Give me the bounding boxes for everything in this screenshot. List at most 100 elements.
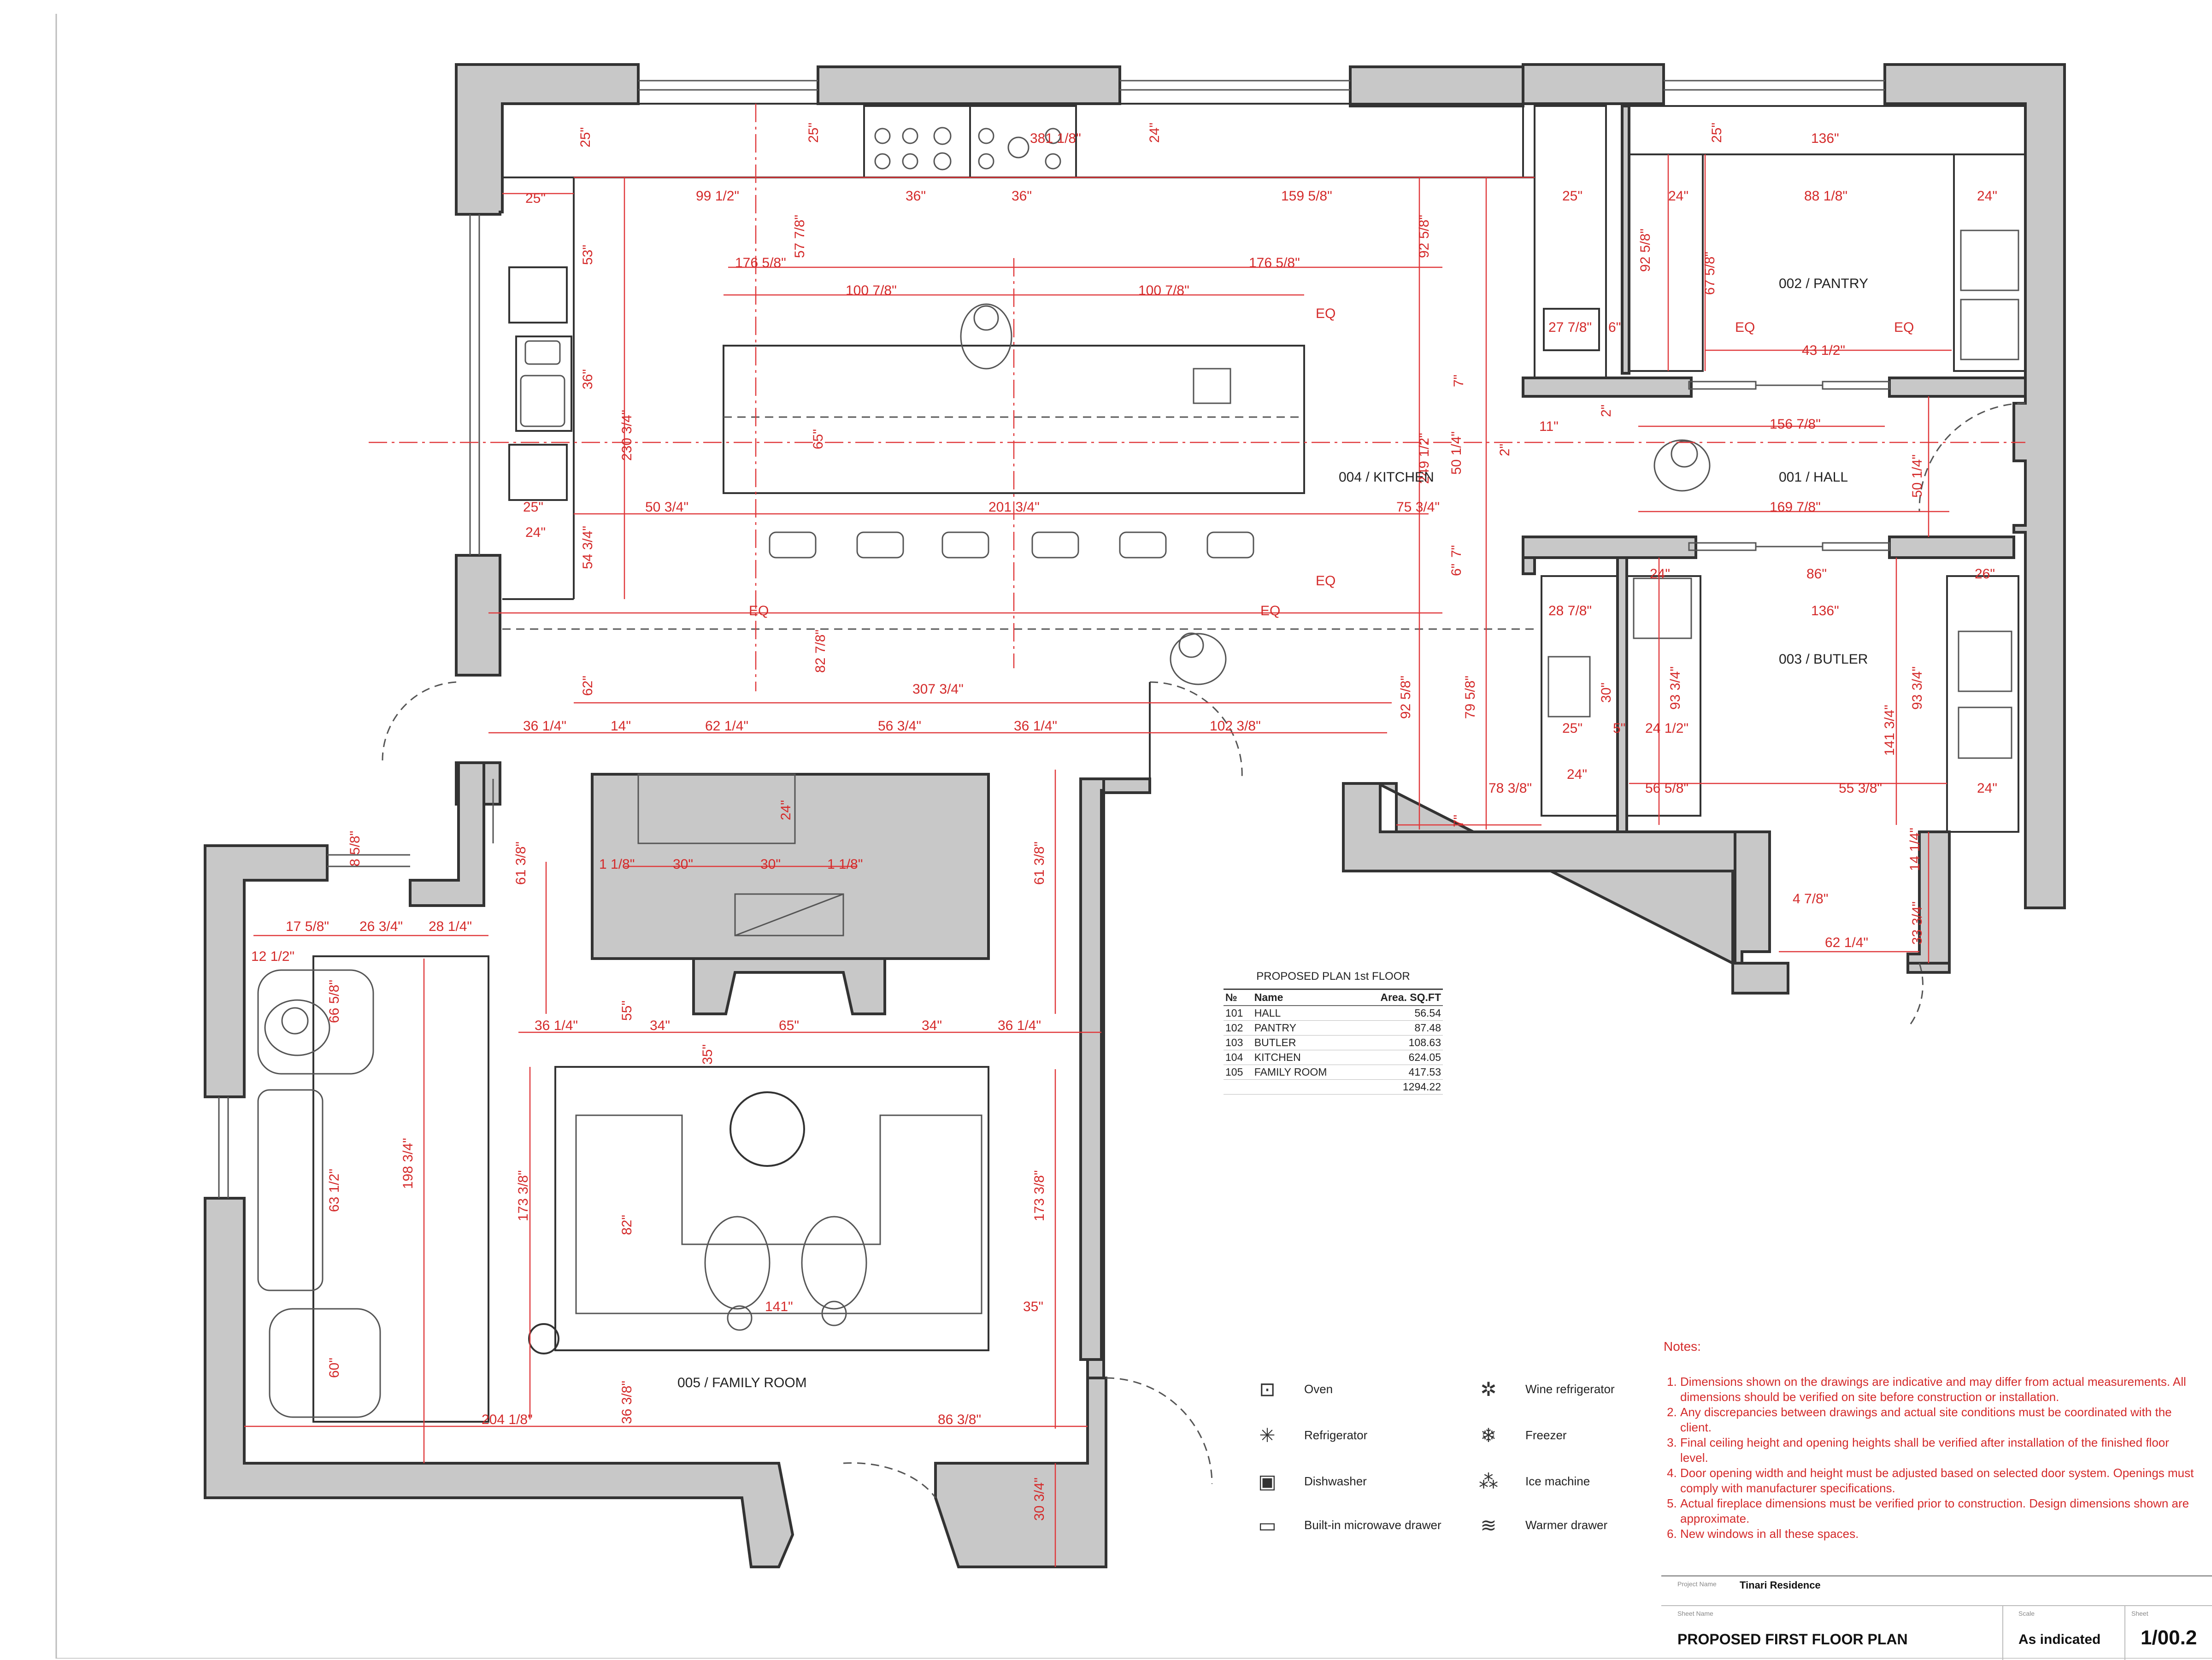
legend-item: ✲Wine refrigerator xyxy=(1475,1378,1614,1401)
dim-label: 55 3/8" xyxy=(1839,781,1882,796)
area-table-title: PROPOSED PLAN 1st FLOOR xyxy=(1256,970,1410,983)
dim-label: 54 3/4" xyxy=(580,526,595,569)
dim-label: 92 5/8" xyxy=(1417,215,1432,258)
area-table-header-number: № xyxy=(1224,989,1253,1006)
dim-label: 92 5/8" xyxy=(1638,229,1653,272)
dim-label: 99 1/2" xyxy=(696,188,739,204)
dim-label: 8 5/8" xyxy=(347,831,363,866)
legend-label: Dishwasher xyxy=(1304,1474,1367,1488)
legend-label: Built-in microwave drawer xyxy=(1304,1518,1441,1532)
note-item: Door opening width and height must be ad… xyxy=(1680,1466,2198,1496)
dim-label: 25" xyxy=(578,127,593,147)
note-item: New windows in all these spaces. xyxy=(1680,1526,2198,1542)
area-row-number: 103 xyxy=(1224,1035,1253,1050)
dim-label: 26 3/4" xyxy=(359,919,403,934)
dim-label: 92 5/8" xyxy=(1398,676,1413,719)
dim-label: 53" xyxy=(580,245,595,265)
dim-label: 36 1/4" xyxy=(535,1018,578,1033)
dishwasher-icon: ▣ xyxy=(1258,1471,1277,1492)
note-item: Any discrepancies between drawings and a… xyxy=(1680,1405,2198,1435)
dim-label: 62 1/4" xyxy=(1825,935,1868,950)
pantry-butler-cabinets xyxy=(1541,105,2026,833)
dim-label: 173 3/8" xyxy=(1032,1170,1047,1221)
area-table-header-name: Name xyxy=(1252,989,1356,1006)
dim-label: 1 1/8" xyxy=(827,857,863,872)
legend-label: Ice machine xyxy=(1525,1474,1590,1488)
legend-label: Freezer xyxy=(1525,1428,1567,1442)
area-row-number: 104 xyxy=(1224,1050,1253,1065)
legend-label: Warmer drawer xyxy=(1525,1518,1608,1532)
dim-label: 43 1/2" xyxy=(1802,343,1845,358)
legend-item: ▭Built-in microwave drawer xyxy=(1253,1514,1441,1536)
legend-item: ⊡ Oven xyxy=(1253,1378,1333,1401)
dim-label: 93 3/4" xyxy=(1668,666,1683,710)
dim-label: 102 3/8" xyxy=(1210,718,1261,734)
dim-label: 141 3/4" xyxy=(1882,705,1897,756)
dim-label: 249 1/2" xyxy=(1417,433,1432,484)
dim-label: 141" xyxy=(765,1299,793,1314)
dim-label: 93 3/4" xyxy=(1910,666,1925,710)
dim-label: 100 7/8" xyxy=(1138,283,1189,298)
area-row-name: KITCHEN xyxy=(1252,1050,1356,1065)
dim-label: 12 1/2" xyxy=(251,949,294,964)
project-name: Tinari Residence xyxy=(1740,1579,1821,1591)
area-row-value: 624.05 xyxy=(1355,1050,1443,1065)
walls xyxy=(204,63,2066,1568)
dim-label: 36 1/4" xyxy=(1014,718,1057,734)
dim-label: 7" xyxy=(1451,815,1466,827)
room-name-family: 005 / FAMILY ROOM xyxy=(677,1375,807,1390)
legend-item: ⁂Ice machine xyxy=(1475,1470,1590,1493)
dim-label: 25" xyxy=(1562,721,1583,736)
dimension-labels: 25" 25" 99 1/2" 36" 36" 159 5/8" 381 1/8… xyxy=(251,123,1997,1521)
people-figures xyxy=(264,303,1711,1331)
dim-label: 136" xyxy=(1811,131,1839,146)
dim-label: 30 3/4" xyxy=(1032,1478,1047,1521)
dim-label: 169 7/8" xyxy=(1770,500,1821,515)
dim-label: 7" xyxy=(1449,545,1464,558)
dim-label: 159 5/8" xyxy=(1281,188,1332,204)
dim-label: 6" xyxy=(1608,320,1621,335)
sheet-number-label: Sheet xyxy=(2131,1610,2148,1617)
dim-label: 79 5/8" xyxy=(1463,676,1478,719)
dim-label: 25" xyxy=(525,191,546,206)
sheet-name-label: Sheet Name xyxy=(1677,1610,1713,1617)
dim-label: 17 5/8" xyxy=(286,919,329,934)
dim-label: 2" xyxy=(1497,444,1512,456)
wine-refrigerator-icon: ✲ xyxy=(1480,1378,1497,1400)
dim-label: 62 1/4" xyxy=(705,718,748,734)
dimension-lines xyxy=(244,104,2025,1567)
dim-label: 27 7/8" xyxy=(1548,320,1592,335)
legend-label: Refrigerator xyxy=(1304,1428,1368,1442)
dim-label: 28 1/4" xyxy=(429,919,472,934)
area-row-value: 108.63 xyxy=(1355,1035,1443,1050)
room-name-butler: 003 / BUTLER xyxy=(1779,652,1868,667)
dim-label: 36" xyxy=(1012,188,1032,204)
dim-label: 67 5/8" xyxy=(1702,252,1718,295)
dim-label: 65" xyxy=(811,429,826,449)
sheet-number: 1/00.2 xyxy=(2141,1626,2197,1649)
dim-label: 1 1/8" xyxy=(599,857,635,872)
dim-label: 57 7/8" xyxy=(792,215,807,258)
project-name-label: Project Name xyxy=(1677,1580,1717,1588)
dim-label: 173 3/8" xyxy=(516,1170,531,1221)
kitchen-cabinets xyxy=(501,103,1607,630)
dim-label: 35" xyxy=(1023,1299,1043,1314)
dim-label: 55" xyxy=(619,1001,635,1021)
legend-label: Oven xyxy=(1304,1382,1333,1396)
dim-label: 24" xyxy=(525,525,546,540)
area-table-header-area: Area. SQ.FT xyxy=(1355,989,1443,1006)
dim-label: 381 1/8" xyxy=(1030,131,1081,146)
dim-label: 14 1/4" xyxy=(1907,828,1923,871)
dim-label: 82" xyxy=(619,1215,635,1235)
scale-value: As indicated xyxy=(2018,1632,2101,1647)
notes-list: Dimensions shown on the drawings are ind… xyxy=(1664,1374,2198,1542)
legend-item: ❄Freezer xyxy=(1475,1424,1567,1447)
dim-label: 36 1/4" xyxy=(998,1018,1041,1033)
dim-label: 36 1/4" xyxy=(523,718,566,734)
oven-icon: ⊡ xyxy=(1259,1378,1276,1400)
title-block: Project Name Tinari Residence Sheet Name… xyxy=(1661,1575,2212,1660)
